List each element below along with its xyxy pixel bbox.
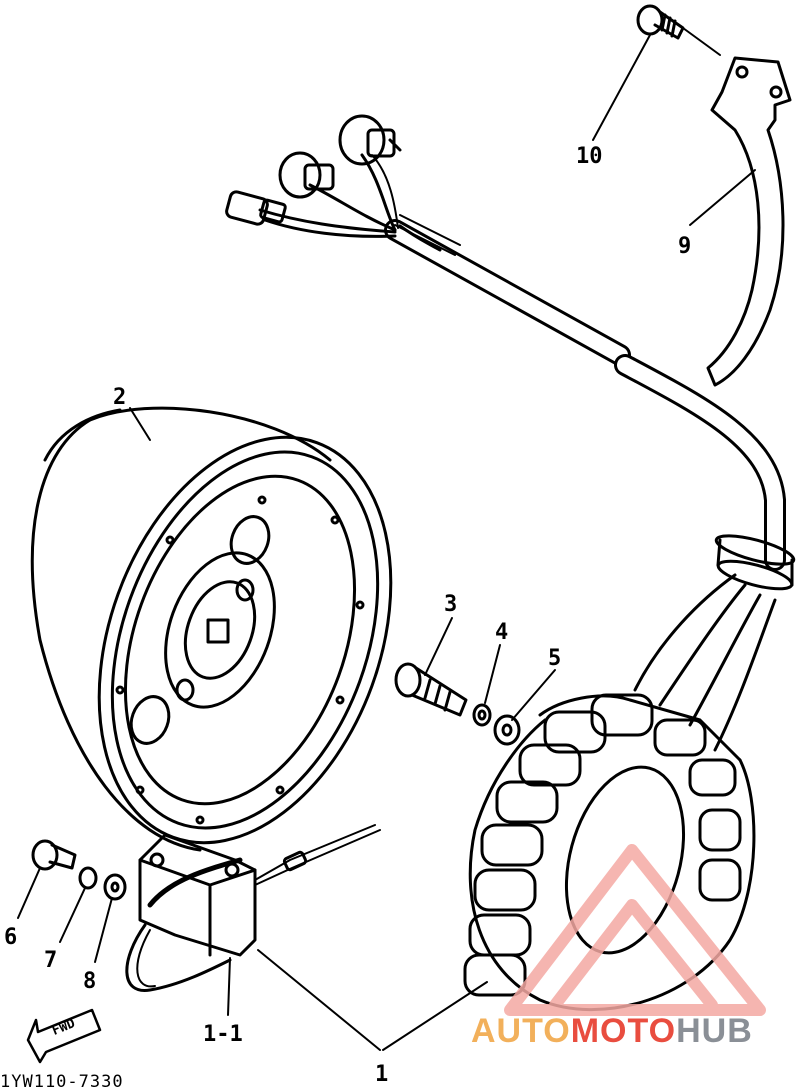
wire-clamp	[706, 56, 792, 387]
callout-4: 4	[495, 620, 509, 645]
callout-3: 3	[444, 592, 458, 617]
callout-10: 10	[576, 144, 603, 169]
watermark-text: AUTOMOTOHUB	[471, 1012, 753, 1051]
rotor	[30, 406, 393, 852]
fwd-arrow-icon	[26, 1008, 102, 1064]
stator-bolt	[394, 662, 468, 717]
watermark-logo-icon	[504, 844, 766, 1016]
grommet	[714, 534, 796, 591]
callout-8: 8	[83, 969, 97, 994]
clamp-screw	[636, 4, 685, 40]
callout-1-1: 1-1	[203, 1022, 243, 1047]
callout-9: 9	[678, 234, 692, 259]
watermark-part-auto: AUTO	[471, 1012, 571, 1050]
stator	[463, 573, 777, 1012]
callout-5: 5	[548, 646, 562, 671]
pickup-plain-washer	[103, 873, 127, 901]
pickup-coil	[125, 824, 381, 992]
leader-lines	[17, 27, 756, 1051]
diagram-code: 1YW110-7330	[0, 1072, 124, 1092]
watermark-part-hub: HUB	[676, 1012, 753, 1050]
callout-7: 7	[44, 948, 58, 973]
connector-coupler-middle	[278, 151, 335, 199]
callout-6: 6	[4, 925, 18, 950]
stator-poles	[463, 693, 742, 997]
connector-bullet-lower	[225, 190, 287, 226]
callout-2: 2	[113, 385, 127, 410]
callout-1: 1	[375, 1062, 389, 1087]
plain-washer	[493, 714, 521, 746]
connector-coupler-upper	[338, 114, 402, 166]
wire-harness	[258, 153, 786, 571]
spring-washer	[472, 703, 492, 727]
pickup-screw	[31, 839, 77, 871]
watermark-part-moto: MOTO	[570, 1012, 677, 1050]
pickup-spring-washer	[78, 866, 98, 890]
